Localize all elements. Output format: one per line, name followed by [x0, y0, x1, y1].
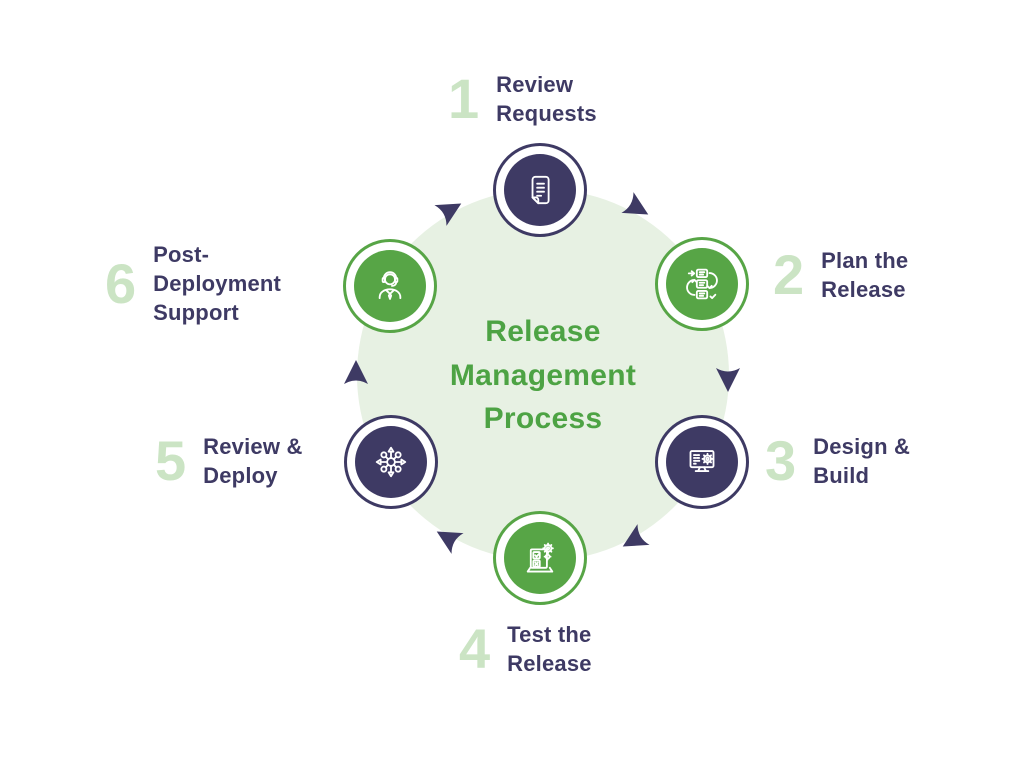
- diagram-title: Release Management Process: [449, 314, 637, 435]
- step-2-number: 2: [773, 243, 805, 307]
- support-agent-icon: [354, 250, 426, 322]
- step-5-number: 5: [155, 429, 187, 493]
- step-1-number: 1: [448, 67, 480, 131]
- step-4-number: 4: [459, 617, 491, 681]
- step-5-label: Review & Deploy: [203, 434, 303, 489]
- flow-arrow-icon: [343, 358, 369, 388]
- deploy-hub-icon: [355, 426, 427, 498]
- step-6-label-group: 6 Post- Deployment Support: [105, 240, 281, 327]
- flow-arrow-icon: [618, 189, 657, 227]
- step-1-label-group: 1 Review Requests: [448, 70, 597, 128]
- flow-arrow-icon: [431, 191, 470, 229]
- step-6-number: 6: [105, 251, 137, 315]
- step-3-label: Design & Build: [813, 434, 911, 489]
- step-2-label: Plan the Release: [821, 248, 909, 303]
- step-4-label-group: 4 Test the Release: [459, 620, 592, 678]
- flow-arrow-icon: [715, 364, 741, 394]
- flow-arrow-icon: [615, 521, 654, 559]
- step-3-node: [655, 415, 749, 509]
- step-1-label: Review Requests: [496, 72, 597, 127]
- step-5-label-group: 5 Review & Deploy: [155, 432, 303, 490]
- test-checklist-icon: [504, 522, 576, 594]
- step-6-node: [343, 239, 437, 333]
- step-3-number: 3: [765, 429, 797, 493]
- document-icon: [504, 154, 576, 226]
- step-6-label: Post- Deployment Support: [153, 242, 282, 326]
- step-2-label-group: 2 Plan the Release: [773, 246, 908, 304]
- workflow-plan-icon: [666, 248, 738, 320]
- step-4-label: Test the Release: [507, 622, 592, 677]
- step-3-label-group: 3 Design & Build: [765, 432, 910, 490]
- step-5-node: [344, 415, 438, 509]
- step-4-node: [493, 511, 587, 605]
- step-2-node: [655, 237, 749, 331]
- flow-arrow-icon: [429, 519, 468, 557]
- monitor-gear-icon: [666, 426, 738, 498]
- step-1-node: [493, 143, 587, 237]
